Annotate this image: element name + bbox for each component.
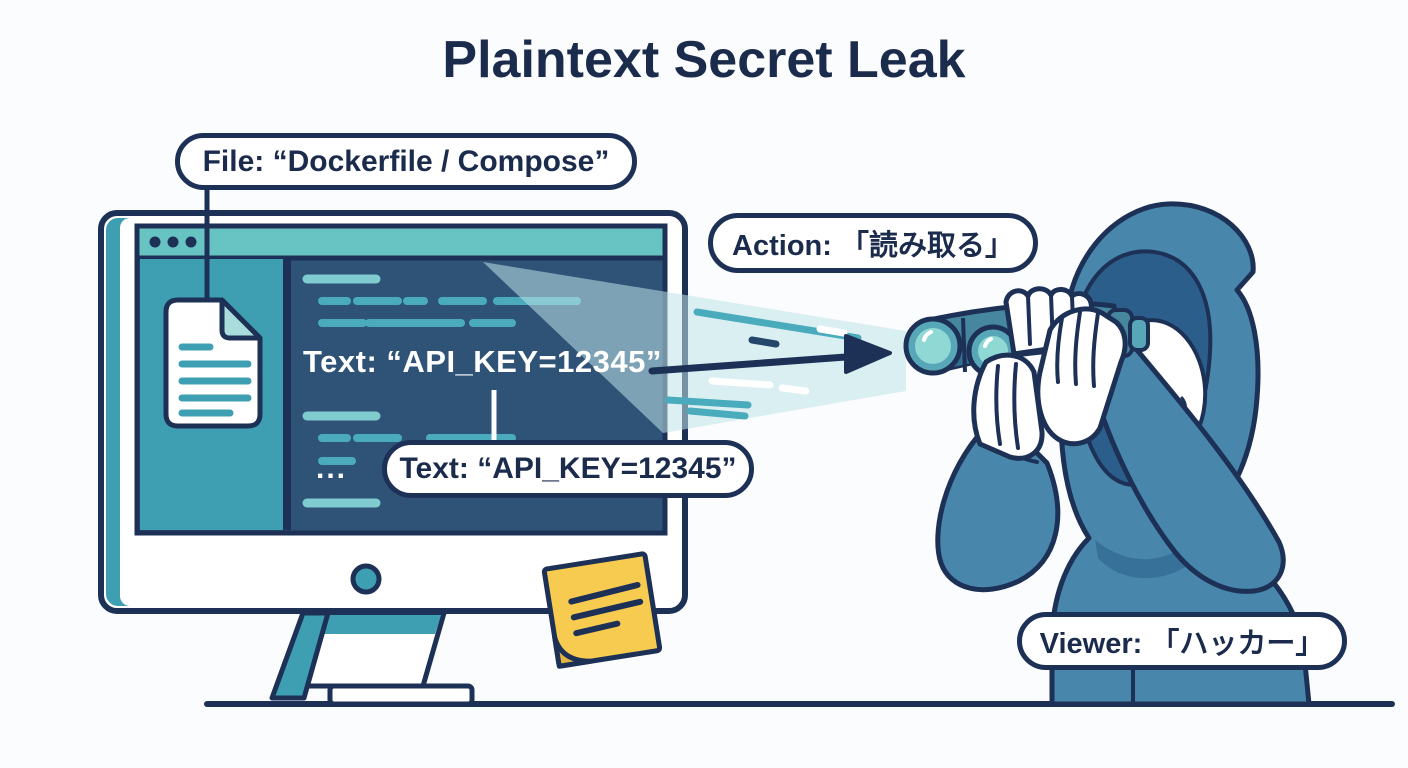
code-ellipsis: ... <box>316 452 348 485</box>
sticky-note-icon <box>541 551 663 669</box>
window-titlebar <box>134 223 668 261</box>
hands <box>971 286 1128 461</box>
document-icon <box>163 297 263 429</box>
right-arm <box>1081 329 1286 594</box>
text-callout: Text: “API_KEY=12345” <box>382 440 754 498</box>
chest-shade <box>1095 530 1210 579</box>
power-button <box>350 563 382 595</box>
code-lines <box>302 274 581 508</box>
page-title: Plaintext Secret Leak <box>442 31 966 89</box>
viewer-callout: Viewer: 「ハッカー」 <box>1017 612 1347 670</box>
window-dots-icon <box>149 236 197 248</box>
screen-secret-text: Text: “API_KEY=12345” <box>303 344 662 379</box>
sidebar-divider <box>283 259 291 530</box>
hacker-figure <box>903 201 1312 707</box>
read-arrow-icon <box>648 334 892 375</box>
action-callout: Action: 「読み取る」 <box>708 213 1038 273</box>
file-callout: File: “Dockerfile / Compose” <box>175 133 637 190</box>
monitor-stand <box>269 610 475 707</box>
data-streaks <box>664 308 862 420</box>
